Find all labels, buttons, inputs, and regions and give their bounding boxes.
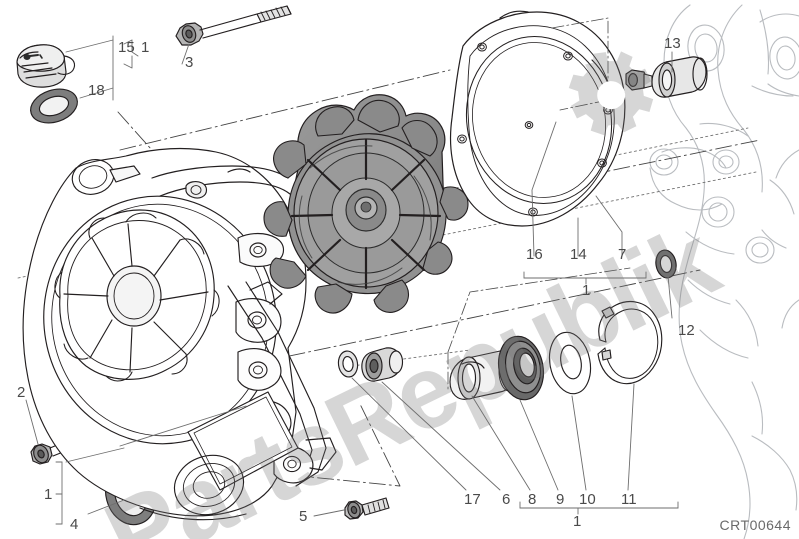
part-bushing-6: [361, 347, 404, 382]
callout-1-bottom: 1: [573, 513, 582, 530]
part-oil-cap-15: [16, 44, 76, 88]
part-screw-3: [175, 5, 292, 46]
part-dowel-13: [651, 56, 708, 98]
callout-14: 14: [570, 246, 587, 263]
callout-1-top: 1: [141, 39, 150, 56]
callout-2: 2: [17, 384, 26, 401]
callout-10: 10: [579, 491, 596, 508]
callout-7: 7: [618, 246, 627, 263]
callout-15: 15: [118, 39, 135, 56]
callout-1-right: 1: [582, 282, 591, 299]
callout-12: 12: [678, 322, 695, 339]
callout-4: 4: [70, 516, 79, 533]
part-thrust-washer-10: [548, 331, 592, 395]
part-inspection-cover-7: [449, 10, 626, 227]
diagram-code: CRT00644: [719, 517, 791, 533]
callout-5: 5: [299, 508, 308, 525]
callout-3: 3: [185, 54, 194, 71]
callout-17: 17: [464, 491, 481, 508]
callout-8: 8: [528, 491, 537, 508]
part-screw-5: [344, 497, 390, 520]
callout-11: 11: [621, 491, 637, 508]
callout-1-left: 1: [44, 486, 53, 503]
callout-9: 9: [556, 491, 565, 508]
callout-13: 13: [664, 35, 681, 52]
callout-16: 16: [526, 246, 543, 263]
callout-18: 18: [88, 82, 105, 99]
part-washer-17: [337, 350, 359, 378]
part-cover-screw-16: [625, 69, 653, 91]
ducati-badge: [187, 391, 299, 491]
part-circlip-11: [597, 301, 663, 385]
part-main-cover-1: [22, 147, 337, 521]
part-seal-9: [497, 335, 545, 401]
part-o-ring-18: [30, 88, 78, 124]
part-clutch-pressure-plate: [263, 94, 469, 314]
callout-6: 6: [502, 491, 511, 508]
